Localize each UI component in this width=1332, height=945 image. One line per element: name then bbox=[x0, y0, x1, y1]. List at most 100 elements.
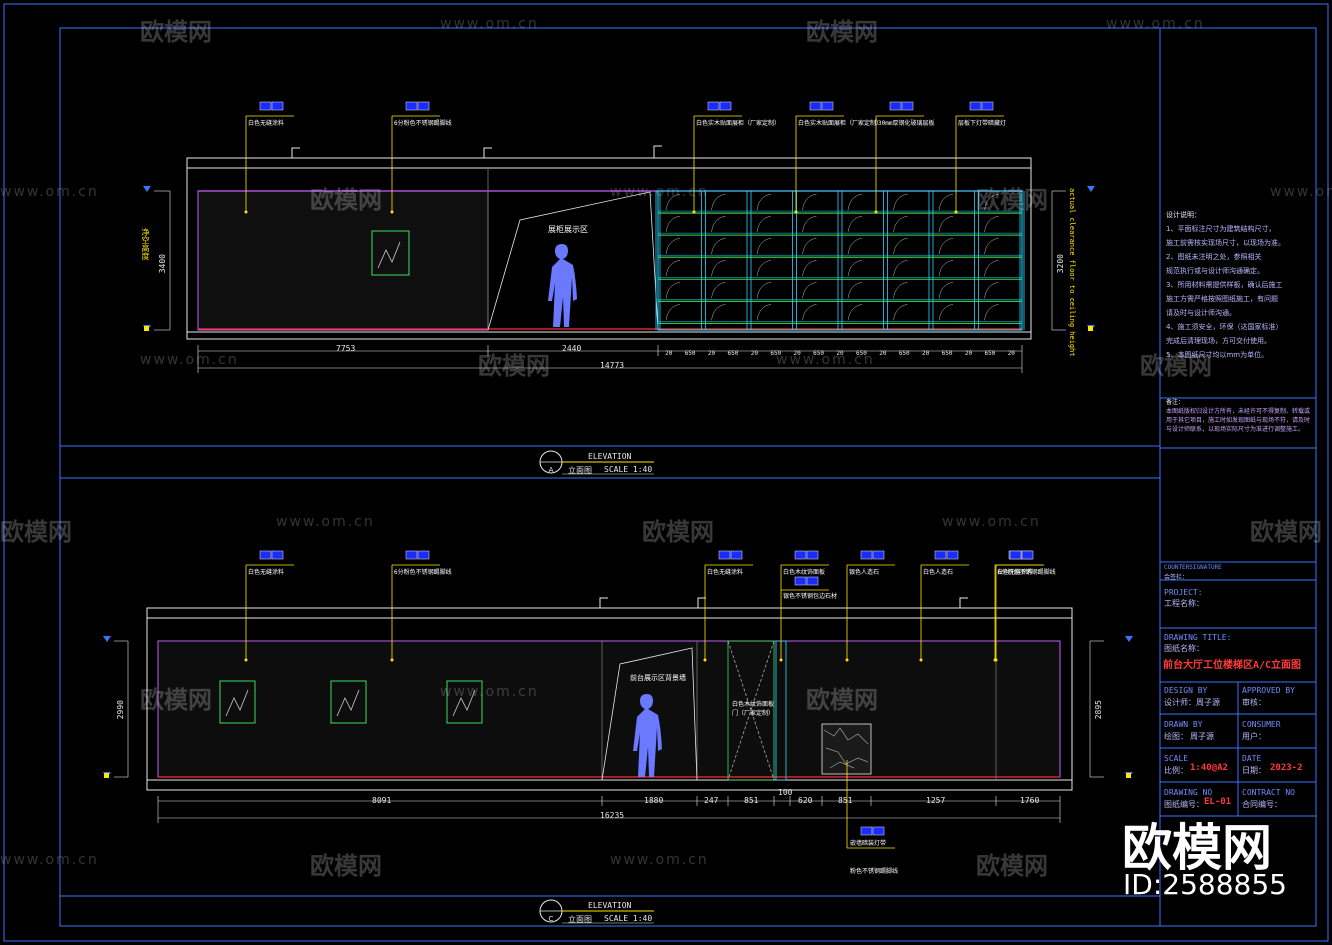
design-notes: 设计说明： 1、平面标注尺寸为建筑结构尺寸， 施工前需核实现场尺寸，以现场为准。… bbox=[1166, 208, 1312, 362]
cabinet-light-curve bbox=[802, 193, 817, 211]
cabinet-light-curve bbox=[893, 215, 908, 233]
elevation-a-callout-text: 白色实木贴面展柜（厂家定制） bbox=[696, 120, 781, 127]
cabinet-light-curve bbox=[802, 215, 817, 233]
elevation-c-tag-box bbox=[794, 550, 807, 560]
notes-title: 设计说明： bbox=[1166, 211, 1201, 219]
elevation-c-bottom-callout-text: 粉色不锈钢踢脚线 bbox=[850, 868, 899, 875]
elevation-c-tag-box bbox=[730, 550, 743, 560]
watermark-brand: 欧模网 bbox=[0, 518, 72, 546]
elevation-c-leader-dot bbox=[390, 658, 394, 662]
shelf-dim-label: 20 bbox=[751, 350, 759, 357]
elevation-c-leader-dot bbox=[919, 658, 923, 662]
cabinet-light-curve bbox=[984, 260, 999, 277]
drawn-cn: 绘图： bbox=[1164, 732, 1188, 741]
a-panel-label: 展柜展示区 bbox=[548, 225, 588, 234]
cabinet-light-curve bbox=[938, 193, 954, 211]
a-dim-total: 14773 bbox=[600, 361, 625, 370]
c-height-left: 2990 bbox=[116, 700, 125, 720]
watermark-brand: 欧模网 bbox=[806, 18, 878, 46]
elevation-c-angled-panel bbox=[601, 647, 698, 781]
shelf-dim-label: 650 bbox=[942, 350, 953, 357]
c-dim-7: 851 bbox=[838, 796, 853, 805]
c-dim-2: 1880 bbox=[644, 796, 664, 805]
elevation-a-dimension-lines bbox=[197, 345, 1023, 373]
elevation-a-callout-text: 白色无缝涂料 bbox=[248, 120, 285, 127]
elevation-c-tag-box bbox=[860, 826, 873, 836]
elevation-c-tag-box bbox=[417, 550, 430, 560]
elevation-a-leader-dot bbox=[794, 210, 798, 214]
elevation-c-callout-text: 白色人造石 bbox=[923, 569, 954, 576]
project-cn: 工程名称： bbox=[1164, 599, 1204, 608]
countersignature-cn: 会签栏： bbox=[1164, 574, 1189, 581]
drawing-title-en: DRAWING TITLE: bbox=[1164, 633, 1232, 642]
remark-block: 备注： 本图纸版权归设计方所有，未经许可不得复制、转载或用于其它项目，施工时如发… bbox=[1166, 398, 1314, 434]
a-height-right: 3200 bbox=[1056, 254, 1065, 274]
cabinet-light-curve bbox=[711, 260, 726, 277]
contract-en: CONTRACT NO bbox=[1242, 788, 1295, 797]
consumer-cn: 用户： bbox=[1242, 732, 1266, 741]
elevation-a-callout-text: 30mm厚钢化玻璃层板 bbox=[878, 120, 935, 127]
shelf-dim-label: 650 bbox=[728, 350, 739, 357]
cabinet-light-curve bbox=[893, 304, 908, 321]
notes-line-1: 1、平面标注尺寸为建筑结构尺寸， bbox=[1166, 225, 1276, 233]
elevation-a-callout-leaders bbox=[244, 101, 1004, 214]
watermark-url: www.om.cn bbox=[0, 852, 99, 868]
shelf-dim-label: 650 bbox=[899, 350, 910, 357]
elevation-c-callout-text: 白色木纹饰面板 bbox=[783, 569, 826, 576]
cabinet-light-curve bbox=[893, 282, 908, 299]
elevation-a-tag-box bbox=[901, 101, 914, 111]
drawing-title-cn: 图纸名称： bbox=[1164, 644, 1204, 653]
cabinet-light-curve bbox=[756, 282, 772, 299]
elevation-a-artwork bbox=[371, 230, 410, 276]
cabinet-light-curve bbox=[711, 193, 726, 211]
c-panel-label: 前台展示区背景墙 bbox=[630, 674, 686, 682]
elevation-a-tag-box bbox=[719, 101, 732, 111]
notes-line-4: 规范执行或与设计师沟通确定。 bbox=[1166, 267, 1264, 275]
cabinet-light-curve bbox=[665, 304, 681, 321]
scale-value: 1:40@A2 bbox=[1190, 763, 1228, 773]
elevation-c-tag-box bbox=[259, 550, 272, 560]
elevation-c-wall-outline bbox=[146, 607, 1073, 791]
design-cn: 设计师： bbox=[1164, 698, 1196, 707]
elevation-c-callout-text: 白色无缝涂料 bbox=[248, 569, 285, 576]
cabinet-light-curve bbox=[938, 260, 954, 277]
elevation-c-leader-dot bbox=[994, 658, 998, 662]
shelf-dim-label: 650 bbox=[770, 350, 781, 357]
shelf-dim-label: 20 bbox=[836, 350, 844, 357]
cabinet-light-curve bbox=[711, 282, 726, 299]
watermark-brand: 欧模网 bbox=[140, 18, 212, 46]
cabinet-light-curve bbox=[711, 237, 726, 255]
date-value: 2023-2 bbox=[1270, 763, 1303, 773]
watermark-id: ID:2588855 bbox=[1123, 868, 1287, 901]
a-caption-en: ELEVATION bbox=[588, 452, 632, 461]
countersignature-en: COUNTERSIGNATURE bbox=[1164, 564, 1222, 571]
notes-line-5: 3、所用材料需提供样板，确认后施工 bbox=[1166, 281, 1283, 289]
watermark-url: www.om.cn bbox=[610, 852, 709, 868]
elevation-c-bottom-callout-text: 嵌墙暗装灯带 bbox=[850, 840, 887, 847]
notes-line-7: 请及时与设计师沟通。 bbox=[1166, 309, 1236, 317]
c-caption-cn: 立面图 bbox=[568, 915, 592, 924]
c-door-label: 白色木纹饰面板门（厂家定制） bbox=[732, 701, 775, 717]
cabinet-frame bbox=[657, 190, 1023, 331]
a-caption-scale: SCALE 1:40 bbox=[604, 465, 653, 474]
cabinet-light-curve bbox=[665, 237, 681, 255]
notes-line-2: 施工前需核实现场尺寸，以现场为准。 bbox=[1166, 239, 1285, 247]
date-en: DATE bbox=[1242, 754, 1262, 763]
contract-cn: 合同编号： bbox=[1242, 800, 1282, 809]
elevation-a-callout-text: 白色实木贴面展柜（厂家定制） bbox=[798, 120, 883, 127]
elevation-a-tag-box bbox=[969, 101, 982, 111]
watermark-url: www.om.cn bbox=[140, 352, 239, 368]
cabinet-light-curve bbox=[847, 282, 863, 299]
elevation-a-leader-dot bbox=[874, 210, 878, 214]
a-vtext-left: 净空高度 bbox=[141, 228, 150, 260]
elevation-c-callout-text: 银色不锈钢包边石材 bbox=[783, 593, 838, 600]
cabinet-light-curve bbox=[847, 215, 863, 233]
watermark-brand: 欧模网 bbox=[976, 186, 1048, 214]
elevation-a-tag-box bbox=[981, 101, 994, 111]
cabinet-light-curve bbox=[665, 193, 681, 211]
a-caption-cn: 立面图 bbox=[568, 466, 592, 475]
c-dim-3: 247 bbox=[704, 796, 719, 805]
elevation-c-callout-text: 银色人造石 bbox=[849, 569, 880, 576]
